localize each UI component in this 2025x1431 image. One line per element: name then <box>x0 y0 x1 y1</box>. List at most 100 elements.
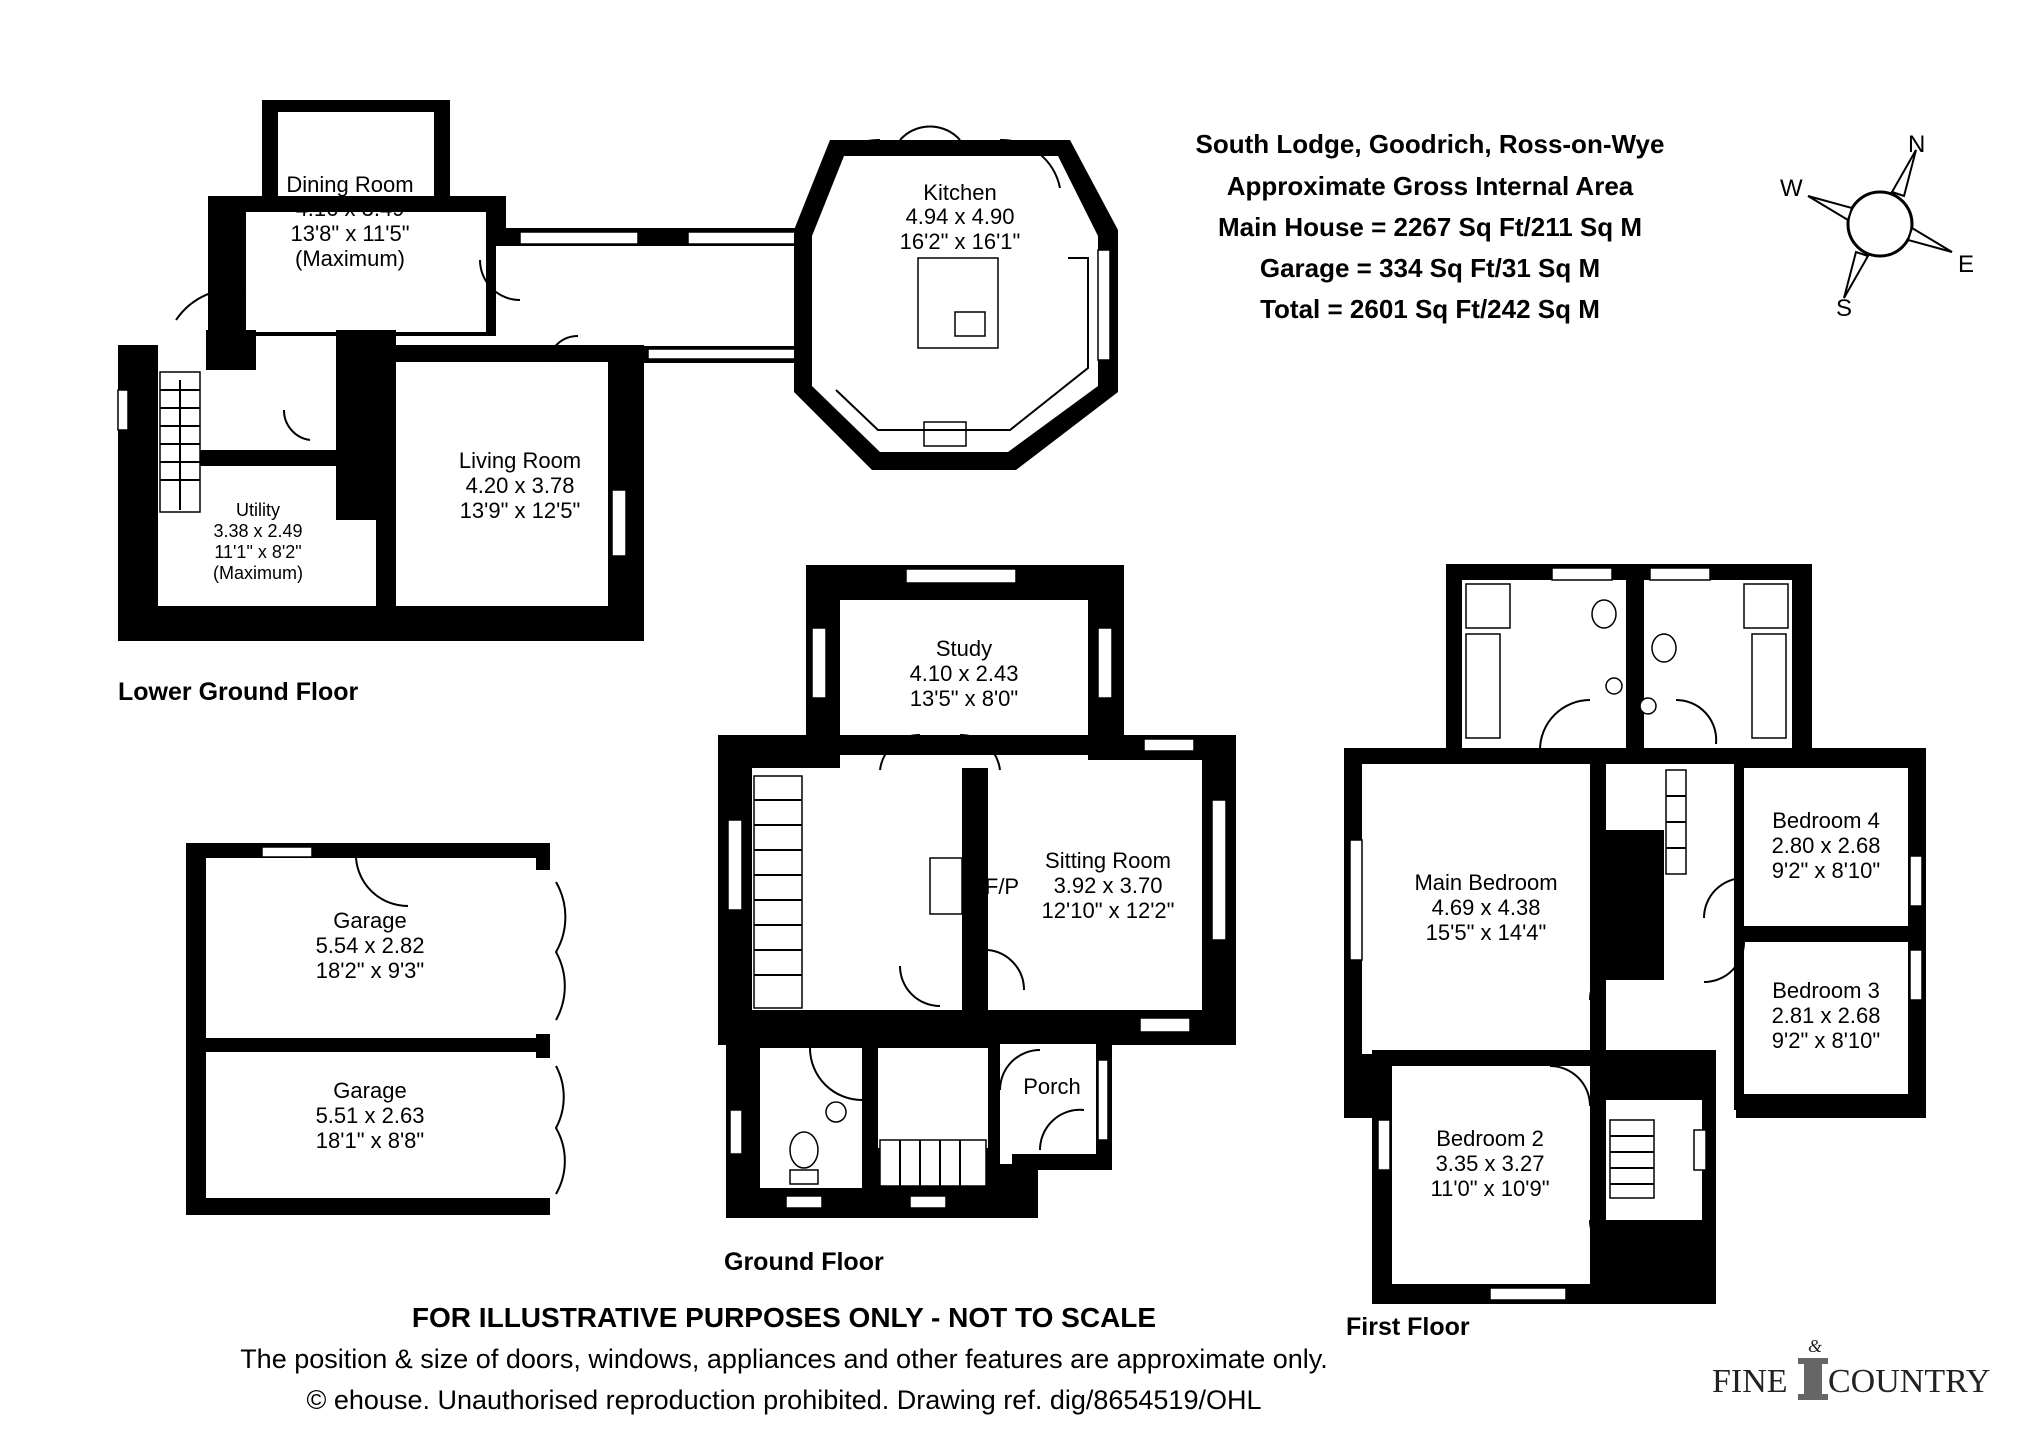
door-swing <box>282 409 311 441</box>
disclaimer-heading: FOR ILLUSTRATIVE PURPOSES ONLY - NOT TO … <box>412 1302 1156 1333</box>
bedroom-4-floor <box>1744 768 1908 926</box>
window <box>1211 799 1227 941</box>
ground-floor-plan <box>718 565 1236 1218</box>
wall-block <box>206 330 256 370</box>
bedroom-3-metric: 2.81 x 2.68 <box>1772 1003 1881 1028</box>
chimney-block <box>336 330 396 520</box>
door-swing <box>1589 959 1631 1001</box>
dining-room-metric: 4.16 x 3.49 <box>296 196 405 221</box>
utility-note: (Maximum) <box>213 563 303 583</box>
window <box>1489 1287 1567 1301</box>
area-subtitle: Approximate Gross Internal Area <box>1227 171 1634 201</box>
door-swing <box>175 288 247 321</box>
window <box>261 846 313 858</box>
bath-icon <box>1465 633 1501 739</box>
garage-2-name: Garage <box>333 1078 406 1103</box>
lobby-floor <box>878 1048 988 1148</box>
first-floor-plan <box>1344 564 1926 1304</box>
garage-2-imperial: 18'1" x 8'8" <box>316 1128 424 1153</box>
disclaimer-copyright: © ehouse. Unauthorised reproduction proh… <box>307 1385 1262 1415</box>
window <box>519 231 639 245</box>
window <box>785 1195 823 1209</box>
door-swing <box>999 1049 1041 1091</box>
utility-partition <box>200 450 340 466</box>
living-partition <box>376 510 396 606</box>
disclaimer-position: The position & size of doors, windows, a… <box>240 1344 1328 1374</box>
kitchen-door-swing <box>819 138 881 189</box>
logo-country: COUNTRY <box>1828 1363 1990 1400</box>
dining-room-imperial: 13'8" x 11'5" <box>290 221 409 246</box>
bedroom-2-floor <box>1392 1066 1590 1284</box>
sitting-room-floor <box>988 760 1202 1010</box>
garage-area: Garage = 334 Sq Ft/31 Sq M <box>1260 253 1600 283</box>
property-title: South Lodge, Goodrich, Ross-on-Wye <box>1196 129 1665 159</box>
first-stairs <box>1609 1119 1655 1199</box>
wc-partition <box>862 1048 878 1218</box>
garage-1-metric: 5.54 x 2.82 <box>316 933 425 958</box>
bedroom-4-metric: 2.80 x 2.68 <box>1772 833 1881 858</box>
compass-west: W <box>1780 175 1803 202</box>
dining-bay-floor <box>278 112 434 212</box>
compass-icon <box>1807 149 1953 299</box>
fireplace-icon <box>929 857 963 915</box>
window <box>909 1195 947 1209</box>
window <box>1139 1017 1191 1033</box>
study-imperial: 13'5" x 8'0" <box>910 686 1018 711</box>
shower-icon <box>1743 583 1789 629</box>
cistern-icon <box>789 1169 819 1185</box>
hob-icon <box>923 421 967 447</box>
porch-label: Porch <box>1023 1074 1080 1099</box>
lower-ground-floor-label: Lower Ground Floor <box>118 678 359 706</box>
compass-south: S <box>1836 295 1852 322</box>
bedroom-4-name: Bedroom 4 <box>1772 808 1880 833</box>
basin-icon <box>825 1101 847 1123</box>
kitchen-door-swing <box>899 125 961 141</box>
door-swing <box>1549 1065 1591 1107</box>
window <box>117 389 129 431</box>
basin-icon <box>1605 677 1623 695</box>
window <box>1377 1119 1391 1171</box>
window <box>1551 567 1613 581</box>
wc-floor <box>760 1048 862 1188</box>
kitchen-metric: 4.94 x 4.90 <box>906 204 1015 229</box>
shower-icon <box>1465 583 1511 629</box>
cellar-stairs <box>879 1139 987 1187</box>
window <box>1693 1129 1707 1171</box>
bedroom-3-name: Bedroom 3 <box>1772 978 1880 1003</box>
toilet-icon <box>1591 599 1617 629</box>
living-room-imperial: 13'9" x 12'5" <box>460 498 581 523</box>
dining-room-name: Dining Room <box>286 172 413 197</box>
window <box>905 568 1017 584</box>
fine-country-logo: FINE & COUNTRY <box>1712 1336 1990 1400</box>
main-house-area: Main House = 2267 Sq Ft/211 Sq M <box>1218 212 1642 242</box>
toilet-icon <box>789 1131 819 1169</box>
door-swing <box>899 965 941 1007</box>
kitchen-door-swing <box>999 138 1061 189</box>
logo-amp: & <box>1808 1336 1822 1356</box>
garage-1-opening <box>530 870 556 1034</box>
window <box>647 348 799 360</box>
sitting-room-name: Sitting Room <box>1045 848 1171 873</box>
first-floor-label: First Floor <box>1346 1313 1470 1341</box>
lower-stairs <box>159 371 201 513</box>
sitting-room-metric: 3.92 x 3.70 <box>1054 873 1163 898</box>
garage-door-swing <box>355 857 409 908</box>
door-swing <box>479 259 521 301</box>
bedroom-3-floor <box>1744 942 1908 1094</box>
bedroom-3-imperial: 9'2" x 8'10" <box>1772 1028 1880 1053</box>
window <box>1097 249 1111 361</box>
kitchen-imperial: 16'2" x 16'1" <box>900 229 1021 254</box>
main-bedroom-name: Main Bedroom <box>1414 870 1557 895</box>
corridor-floor <box>496 246 816 346</box>
total-area: Total = 2601 Sq Ft/242 Sq M <box>1260 294 1600 324</box>
garage-2-floor <box>206 1052 536 1198</box>
window <box>1349 839 1363 961</box>
door-swing <box>547 334 579 363</box>
garage-2-metric: 5.51 x 2.63 <box>316 1103 425 1128</box>
main-bedroom-floor <box>1362 764 1590 1054</box>
dining-room-note: (Maximum) <box>295 246 405 271</box>
landing-gap <box>1716 1110 1736 1130</box>
garage-door-swing <box>554 881 567 1021</box>
garage-1-imperial: 18'2" x 9'3" <box>316 958 424 983</box>
window <box>611 489 627 557</box>
